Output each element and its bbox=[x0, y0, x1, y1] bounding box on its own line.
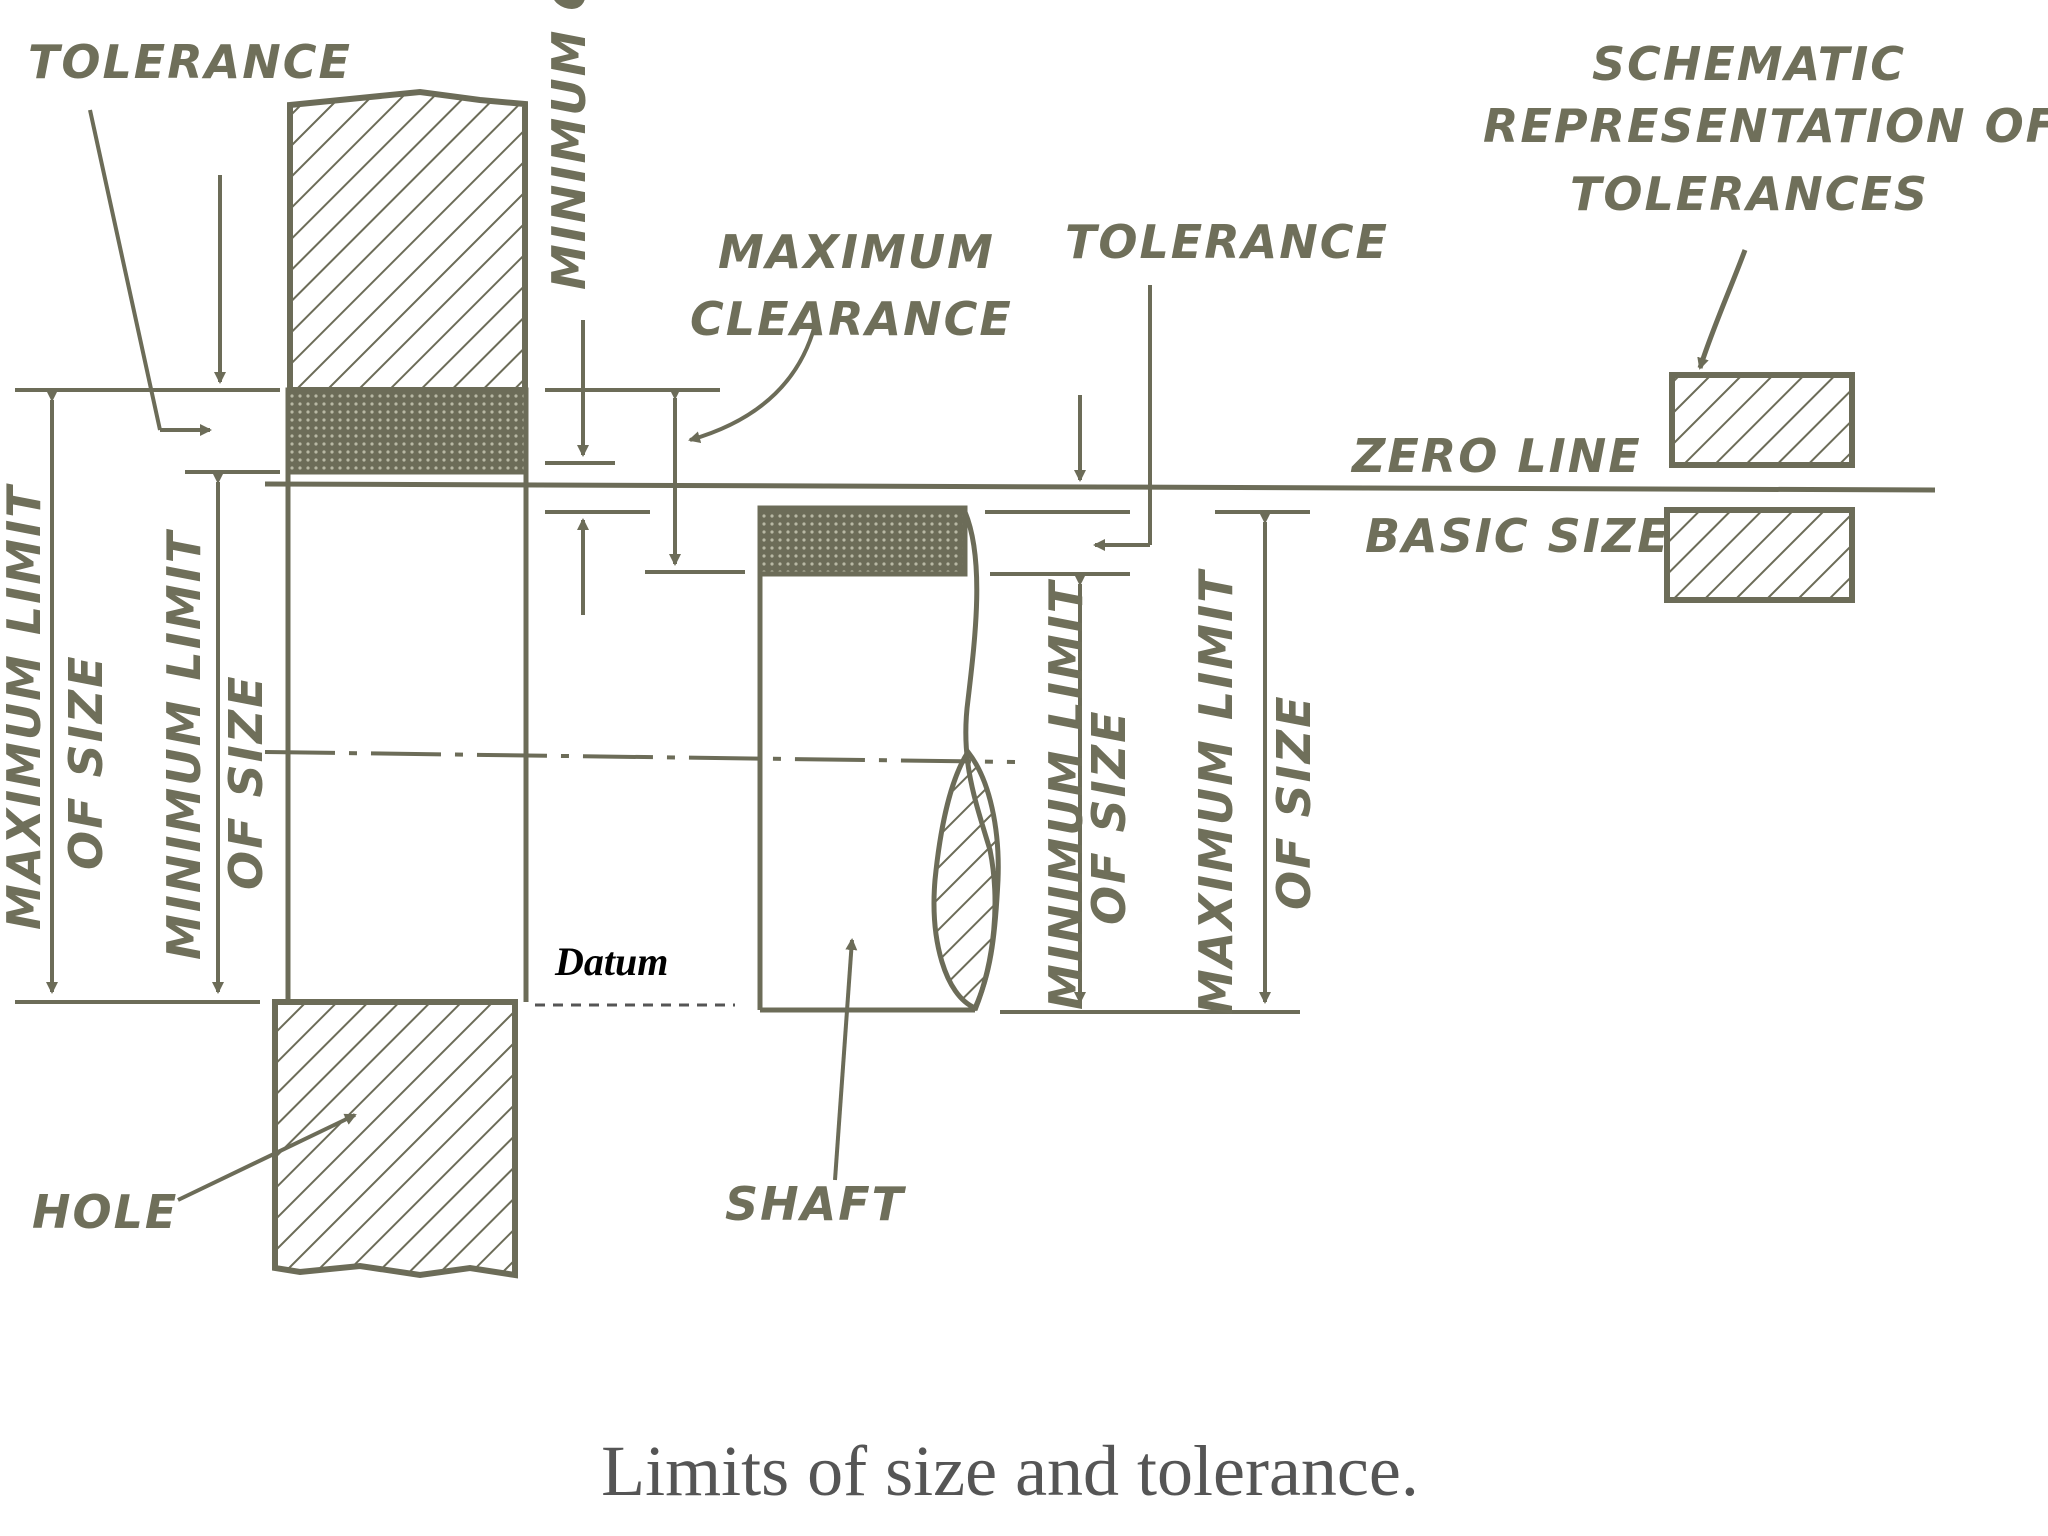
tolerance-left-label: TOLERANCE bbox=[28, 35, 352, 89]
hole-tolerance-band bbox=[285, 387, 529, 475]
min-limit-right-label-1: MINIMUM LIMIT bbox=[1039, 578, 1093, 1010]
centre-line bbox=[264, 750, 1016, 764]
min-limit-dimension-right bbox=[1000, 574, 1300, 1014]
figure-caption: Limits of size and tolerance. bbox=[601, 1431, 1419, 1511]
shaft-pointer bbox=[833, 938, 858, 1181]
schematic-label-line3: TOLERANCES bbox=[1570, 167, 1929, 221]
zero-line-label: ZERO LINE bbox=[1350, 429, 1642, 483]
minimum-clearance-dimension bbox=[545, 320, 720, 615]
basic-size-label: BASIC SIZE bbox=[1365, 509, 1671, 563]
schematic-label-line2: REPRESENTATION OF bbox=[1483, 99, 2048, 153]
max-limit-left-label-1: MAXIMUM LIMIT bbox=[0, 483, 51, 930]
tolerance-left-arrows bbox=[88, 109, 226, 436]
max-limit-left-label-2: OF SIZE bbox=[59, 654, 113, 870]
max-limit-dimension-right bbox=[1215, 510, 1310, 1004]
minimum-clearance-label: MINIMUM CLEARANCE bbox=[542, 0, 596, 290]
tolerance-right-label: TOLERANCE bbox=[1065, 215, 1389, 269]
hole-pointer bbox=[177, 1113, 357, 1202]
shaft-body bbox=[757, 511, 1001, 1013]
min-limit-left-label-1: MINIMUM LIMIT bbox=[157, 528, 211, 960]
schematic-shaft-tolerance-box bbox=[1664, 507, 1855, 603]
hole-upper-section bbox=[287, 88, 528, 393]
max-limit-dimension-left bbox=[15, 388, 280, 1004]
schematic-label-line1: SCHEMATIC bbox=[1592, 37, 1906, 91]
shaft-tolerance-band bbox=[757, 505, 968, 577]
schematic-arrow bbox=[1697, 249, 1748, 370]
zero-line bbox=[264, 481, 1936, 493]
hole-bore bbox=[285, 472, 529, 1002]
max-limit-right-label-2: OF SIZE bbox=[1267, 694, 1321, 910]
maximum-clearance-label-line1: MAXIMUM bbox=[718, 225, 995, 279]
min-limit-right-label-2: OF SIZE bbox=[1082, 709, 1136, 925]
hole-lower-section bbox=[272, 999, 518, 1279]
datum-label: Datum bbox=[554, 939, 668, 984]
min-limit-left-label-2: OF SIZE bbox=[219, 674, 273, 890]
tolerance-right-dimension bbox=[985, 285, 1152, 576]
maximum-clearance-label-line2: CLEARANCE bbox=[690, 292, 1013, 346]
schematic-hole-tolerance-box bbox=[1669, 372, 1855, 468]
maximum-clearance-dimension bbox=[645, 324, 817, 574]
shaft-label: SHAFT bbox=[725, 1177, 907, 1231]
min-limit-dimension-left bbox=[185, 470, 280, 994]
max-limit-right-label-1: MAXIMUM LIMIT bbox=[1189, 568, 1243, 1015]
hole-label: HOLE bbox=[32, 1185, 178, 1239]
